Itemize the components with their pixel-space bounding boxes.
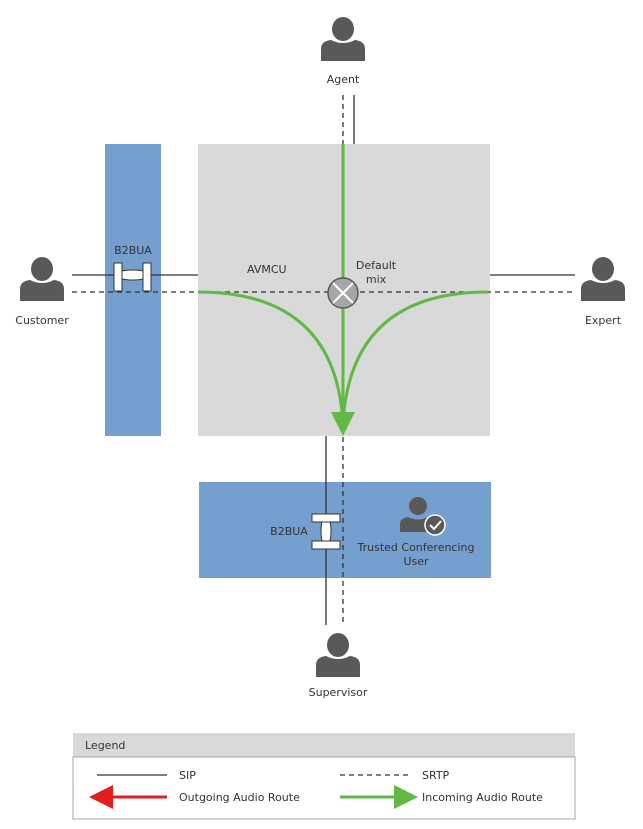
incoming-audio-routes [197, 144, 489, 436]
agent-icon [321, 17, 365, 61]
legend-sip-label: SIP [179, 769, 196, 782]
default-mix-label-line1: Default [356, 259, 397, 272]
legend-header [73, 733, 575, 757]
legend: Legend SIP SRTP Outgoing Audio Route Inc… [72, 733, 576, 820]
b2bua-left-label: B2BUA [114, 244, 152, 257]
customer-label: Customer [15, 314, 69, 327]
legend-title: Legend [85, 739, 125, 752]
b2bua-bottom-label: B2BUA [270, 525, 308, 538]
b2bua-bottom-connector [311, 513, 341, 550]
agent-label: Agent [327, 73, 360, 86]
trusted-user-label-line2: User [403, 555, 429, 568]
trusted-user-label-line1: Trusted Conferencing [357, 541, 475, 554]
expert-label: Expert [585, 314, 622, 327]
customer-icon [20, 257, 64, 301]
default-mix-icon [327, 277, 359, 309]
trusted-user-icon [400, 497, 446, 536]
legend-incoming-label: Incoming Audio Route [422, 791, 543, 804]
legend-body [72, 756, 576, 820]
legend-srtp-label: SRTP [422, 769, 450, 782]
avmcu-label: AVMCU [247, 263, 287, 276]
b2bua-left-connector [113, 262, 152, 292]
trusted-user-box [199, 482, 491, 578]
supervisor-label: Supervisor [309, 686, 368, 699]
legend-outgoing-label: Outgoing Audio Route [179, 791, 300, 804]
default-mix-label-line2: mix [366, 273, 387, 286]
supervisor-icon [316, 633, 360, 677]
b2bua-left-bar [105, 144, 161, 436]
expert-icon [581, 257, 625, 301]
